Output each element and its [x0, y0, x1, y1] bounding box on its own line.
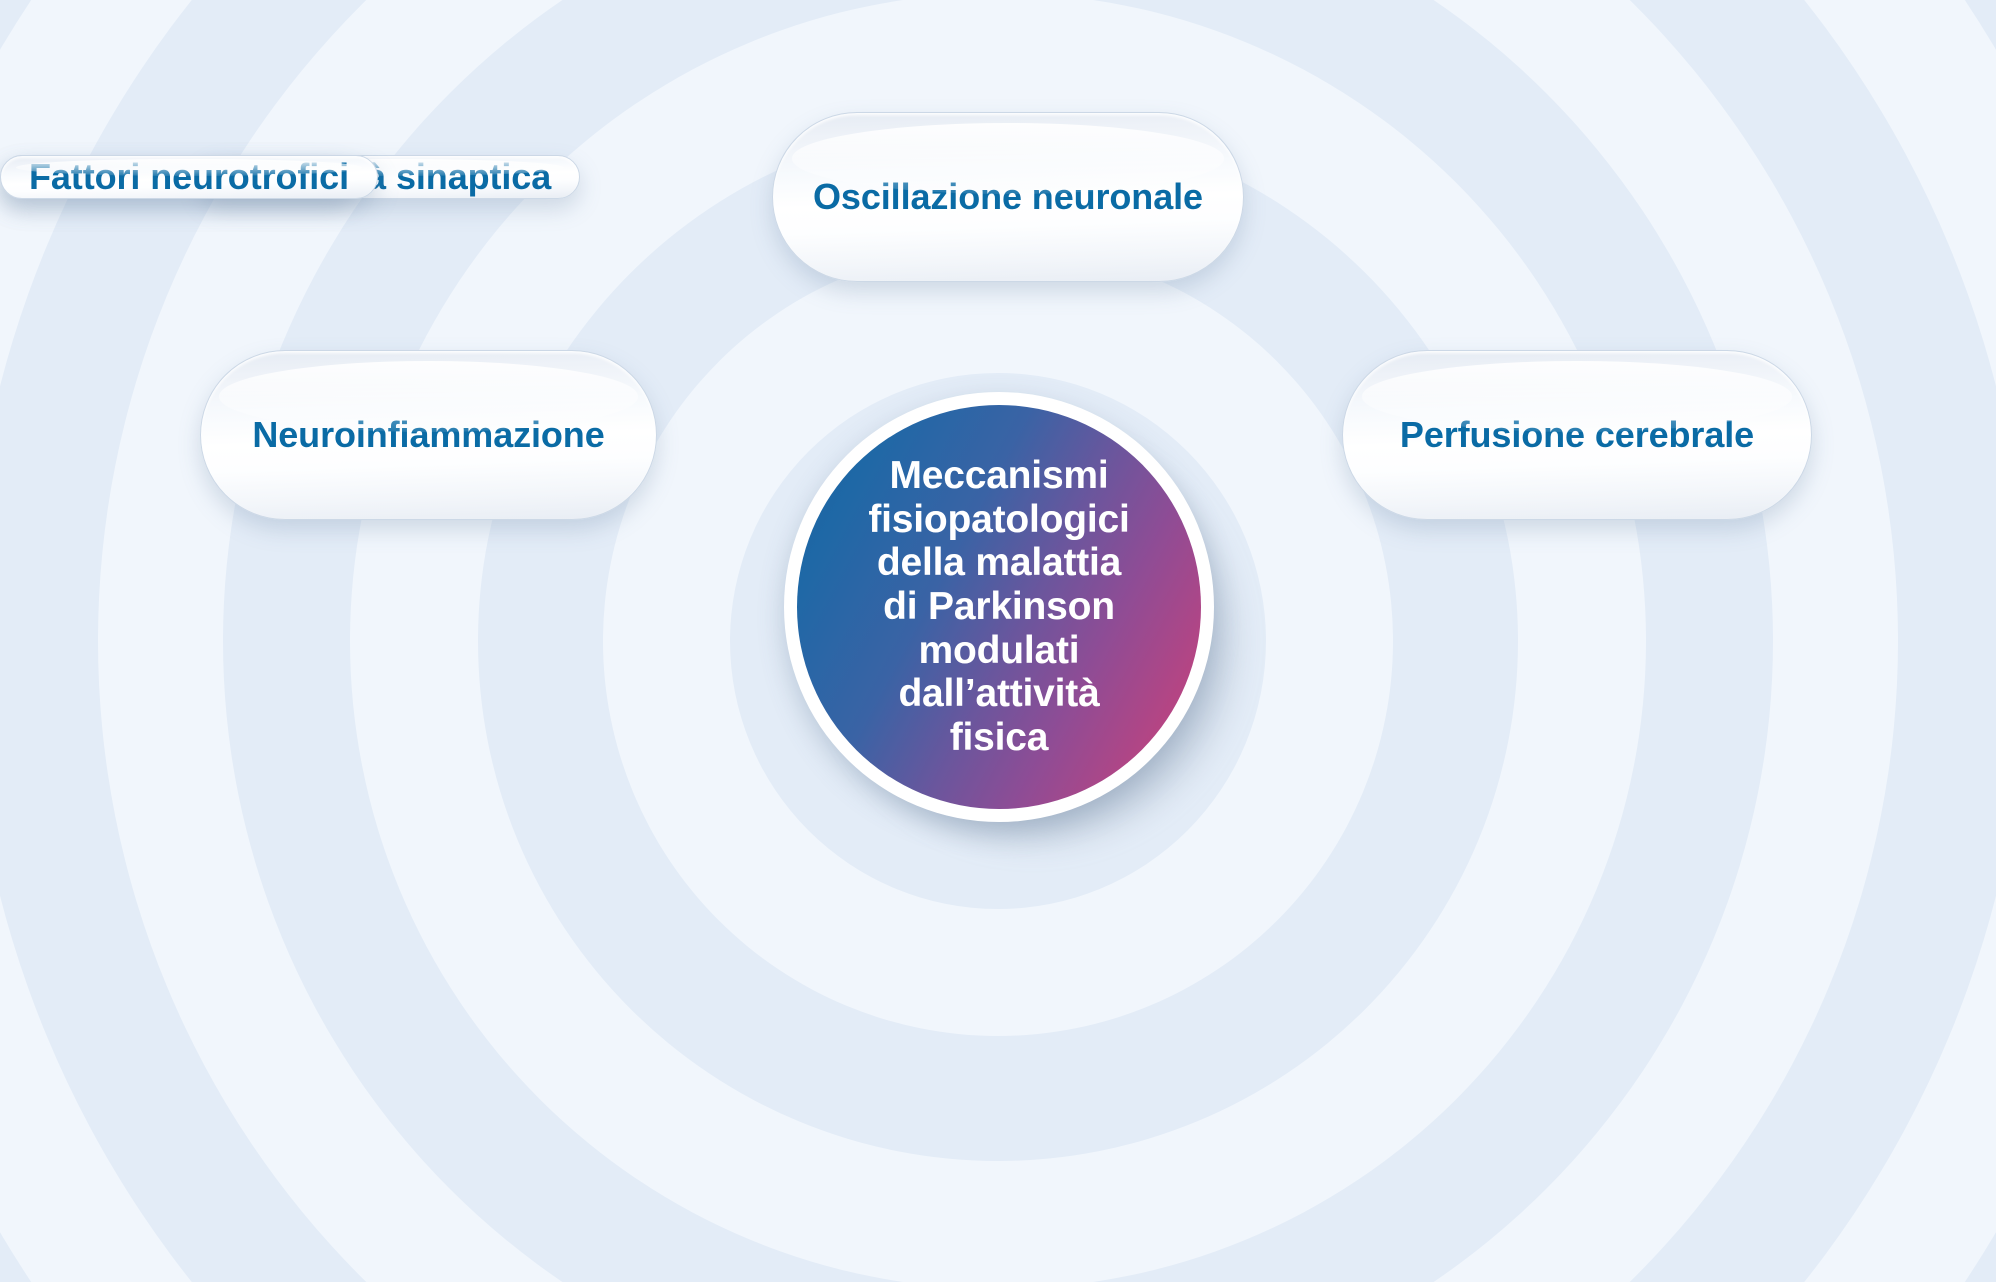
node-card-perfusione-cerebrale[interactable]: Perfusione cerebrale: [1342, 350, 1812, 520]
hub-title: Meccanismi fisiopatologici della malatti…: [868, 454, 1130, 760]
node-label-fattori-neurotrofici: Fattori neurotrofici: [29, 156, 349, 197]
node-label-neuroinfiammazione: Neuroinfiammazione: [252, 414, 605, 455]
node-label-perfusione-cerebrale: Perfusione cerebrale: [1399, 414, 1755, 455]
node-card-neuroinfiammazione[interactable]: Neuroinfiammazione: [200, 350, 657, 520]
central-hub[interactable]: Meccanismi fisiopatologici della malatti…: [784, 392, 1248, 856]
hub-gradient-core: [797, 405, 1201, 809]
node-card-fattori-neurotrofici[interactable]: Fattori neurotrofici: [0, 155, 378, 199]
node-label-oscillazione-neuronale: Oscillazione neuronale: [813, 176, 1203, 217]
node-card-oscillazione-neuronale[interactable]: Oscillazione neuronale: [772, 112, 1244, 282]
